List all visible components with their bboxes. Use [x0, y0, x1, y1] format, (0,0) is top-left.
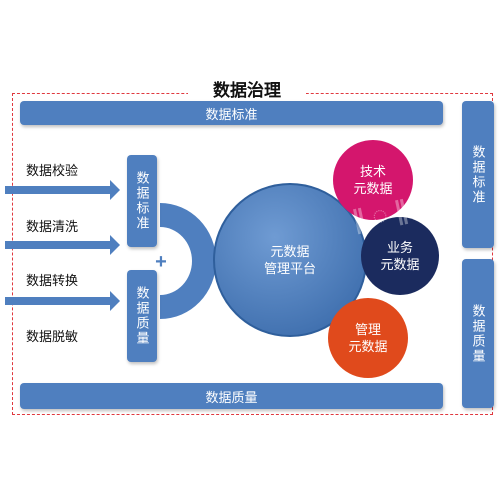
- technical-metadata-line1: 技术: [359, 164, 386, 179]
- right-bar-data-standard: 数据标准: [462, 101, 494, 248]
- arrow-icon: [5, 291, 120, 311]
- process-label-cleansing: 数据清洗: [26, 219, 79, 234]
- management-metadata-line2: 元数据: [348, 339, 388, 354]
- management-metadata-circle: 管理 元数据: [328, 298, 408, 378]
- technical-metadata-circle: 技术 元数据: [333, 140, 413, 220]
- watermark-mark: ∥ ◌ ∥: [349, 194, 411, 235]
- arrow-icon: [5, 180, 120, 200]
- right-bar-data-quality: 数据质量: [462, 259, 494, 408]
- business-metadata-line1: 业务: [386, 240, 413, 255]
- process-label-masking: 数据脱敏: [26, 329, 79, 344]
- half-ring-connector: [160, 203, 216, 319]
- management-metadata-line1: 管理: [354, 322, 381, 337]
- title-background: [188, 78, 306, 104]
- platform-label: 元数据 管理平台: [240, 238, 340, 282]
- process-label-validation: 数据校验: [26, 163, 79, 178]
- business-metadata-circle: 业务 元数据: [361, 217, 439, 295]
- technical-metadata-line2: 元数据: [353, 181, 393, 196]
- arrow-icon: [5, 235, 120, 255]
- platform-label-line2: 管理平台: [263, 261, 316, 276]
- plus-icon: +: [155, 251, 167, 273]
- bottom-bar-data-quality: 数据质量: [20, 383, 443, 409]
- mid-bar-data-standard: 数据标准: [127, 155, 157, 247]
- business-metadata-line2: 元数据: [380, 257, 420, 272]
- top-bar-data-standard: 数据标准: [20, 101, 443, 125]
- watermark: ∥ ◌ ∥: [320, 190, 440, 240]
- diagram-title: 数据治理: [213, 81, 281, 100]
- platform-label-line1: 元数据: [270, 244, 310, 259]
- mid-bar-data-quality: 数据质量: [127, 270, 157, 362]
- process-label-transform: 数据转换: [26, 273, 79, 288]
